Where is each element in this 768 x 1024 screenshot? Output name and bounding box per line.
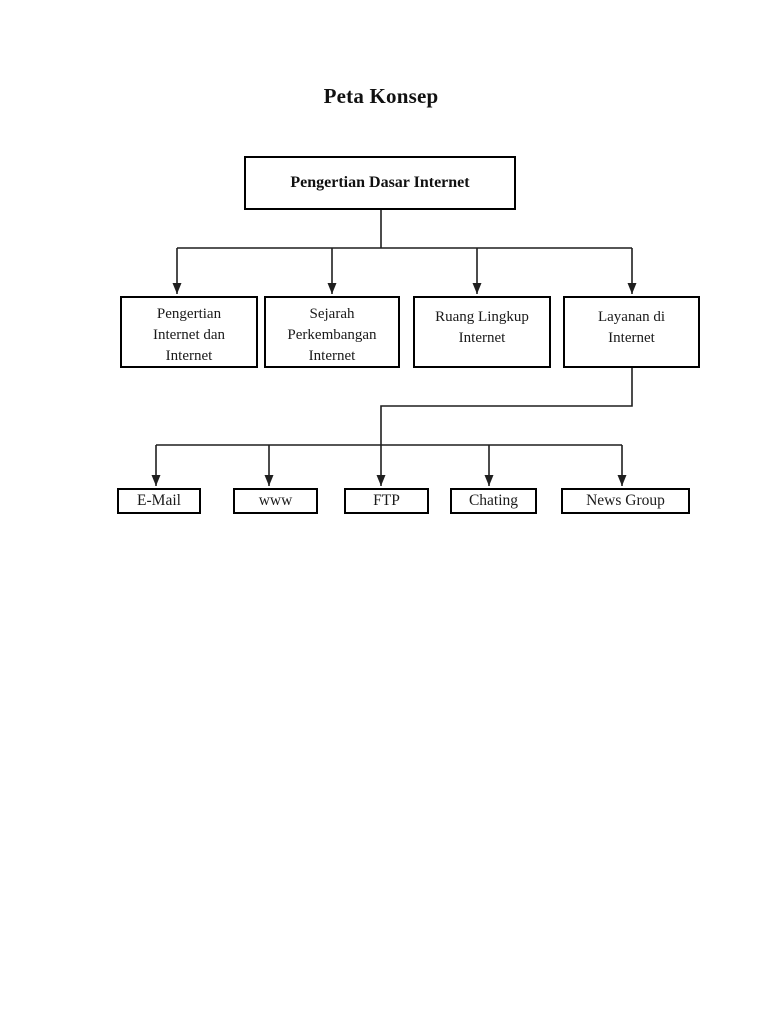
node-label-line: Internet (458, 330, 506, 346)
node-chating: Chating (450, 488, 537, 514)
node-label-line: Internet dan (152, 327, 226, 343)
node-label-line: Layanan di (597, 309, 666, 325)
node-label-line: Sejarah (309, 306, 355, 322)
node-label-line: Ruang Lingkup (435, 309, 529, 325)
node-ftp: FTP (344, 488, 429, 514)
node-label: www (258, 492, 293, 510)
node-ruang-lingkup-internet: Ruang Lingkup Internet (413, 296, 551, 368)
node-www: www (233, 488, 318, 514)
node-sejarah-perkembangan-internet: Sejarah Perkembangan Internet (264, 296, 400, 368)
page-title: Peta Konsep (323, 84, 439, 108)
connector-root-to-row2 (172, 210, 637, 294)
node-label-line: Internet (608, 330, 655, 346)
node-pengertian-internet-dan-internet: Pengertian Internet dan Internet (120, 296, 258, 368)
connector-line (380, 368, 633, 445)
node-email: E-Mail (117, 488, 201, 514)
connector-layanan-to-row3 (151, 368, 633, 486)
node-label-line: Pengertian (156, 306, 222, 322)
node-news-group: News Group (561, 488, 690, 514)
node-label-line: Perkembangan (287, 327, 377, 343)
node-label-line: Internet (308, 348, 356, 364)
node-pengertian-dasar-internet: Pengertian Dasar Internet (244, 156, 516, 210)
node-label: FTP (373, 492, 400, 510)
node-label: Pengertian Dasar Internet (290, 174, 470, 191)
node-layanan-di-internet: Layanan di Internet (563, 296, 700, 368)
node-label: Chating (468, 492, 519, 510)
node-label: News Group (586, 492, 665, 510)
node-label: E-Mail (137, 492, 181, 510)
node-label-line: Internet (165, 348, 213, 364)
